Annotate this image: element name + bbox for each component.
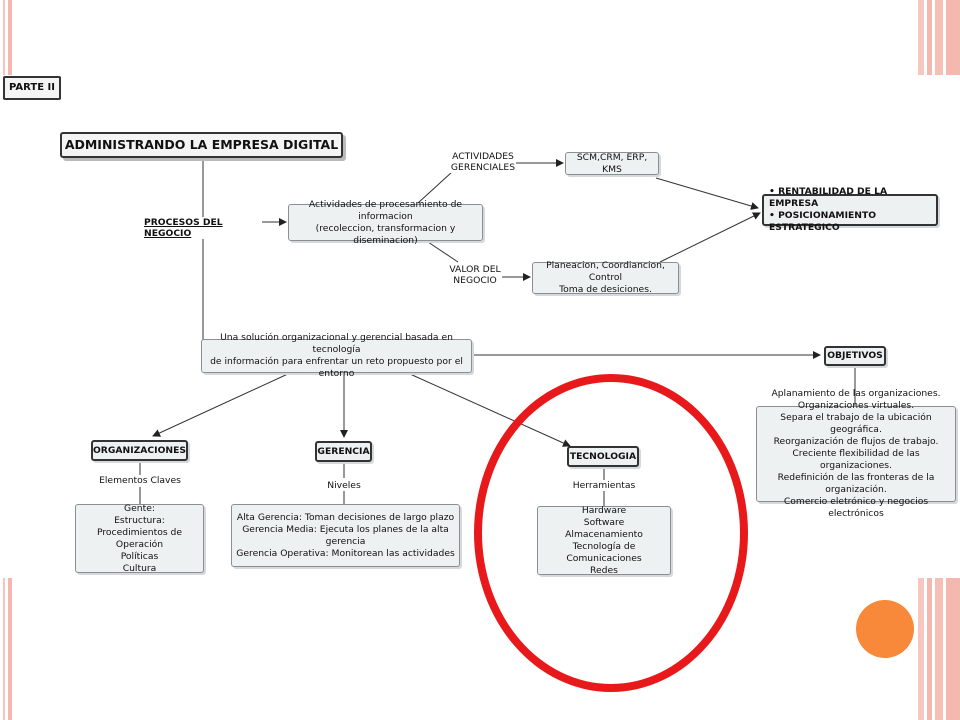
top-right-stripe [916, 0, 960, 75]
link-elementos-claves: Elementos Claves [96, 475, 184, 486]
link-valor-del-negocio: VALOR DEL NEGOCIO [448, 264, 502, 286]
node-gerencia-items: Alta Gerencia: Toman decisiones de largo… [231, 504, 460, 567]
rentabilidad-item-2: • POSICIONAMIENTO ESTRATEGICO [769, 210, 877, 233]
node-rentabilidad: • RENTABILIDAD DE LA EMPRESA • POSICIONA… [762, 186, 938, 233]
node-objetivos-items: Aplanamiento de las organizaciones. Orga… [756, 388, 956, 519]
node-organizaciones-items: Gente: Estructura: Procedimientos de Ope… [75, 503, 204, 574]
link-actividades-gerenciales: ACTIVIDADES GERENCIALES [450, 151, 516, 173]
orange-dot [856, 600, 914, 658]
bottom-right-stripe [916, 578, 960, 720]
rentabilidad-item-1: • RENTABILIDAD DE LA EMPRESA [769, 186, 888, 209]
highlight-circle [474, 374, 748, 692]
node-organizaciones-title: ORGANIZACIONES [91, 440, 188, 461]
top-left-stripe [0, 0, 14, 75]
link-procesos-del-negocio: PROCESOS DEL NEGOCIO [144, 217, 262, 239]
node-actividades-procesamiento: Actividades de procesamiento de informac… [288, 199, 483, 246]
node-gerencia-title: GERENCIA [315, 441, 372, 462]
part-label: PARTE II [3, 76, 61, 100]
node-scm-crm-erp-kms: SCM,CRM, ERP, KMS [565, 152, 659, 175]
node-objetivos-title: OBJETIVOS [824, 346, 886, 366]
node-planeacion: Planeacion, Coordiancion, Control Toma d… [532, 260, 679, 295]
bottom-left-stripe [0, 578, 14, 720]
node-solucion: Una solución organizacional y gerencial … [201, 332, 472, 379]
link-niveles: Niveles [324, 480, 364, 491]
main-title-node: ADMINISTRANDO LA EMPRESA DIGITAL [60, 132, 343, 158]
